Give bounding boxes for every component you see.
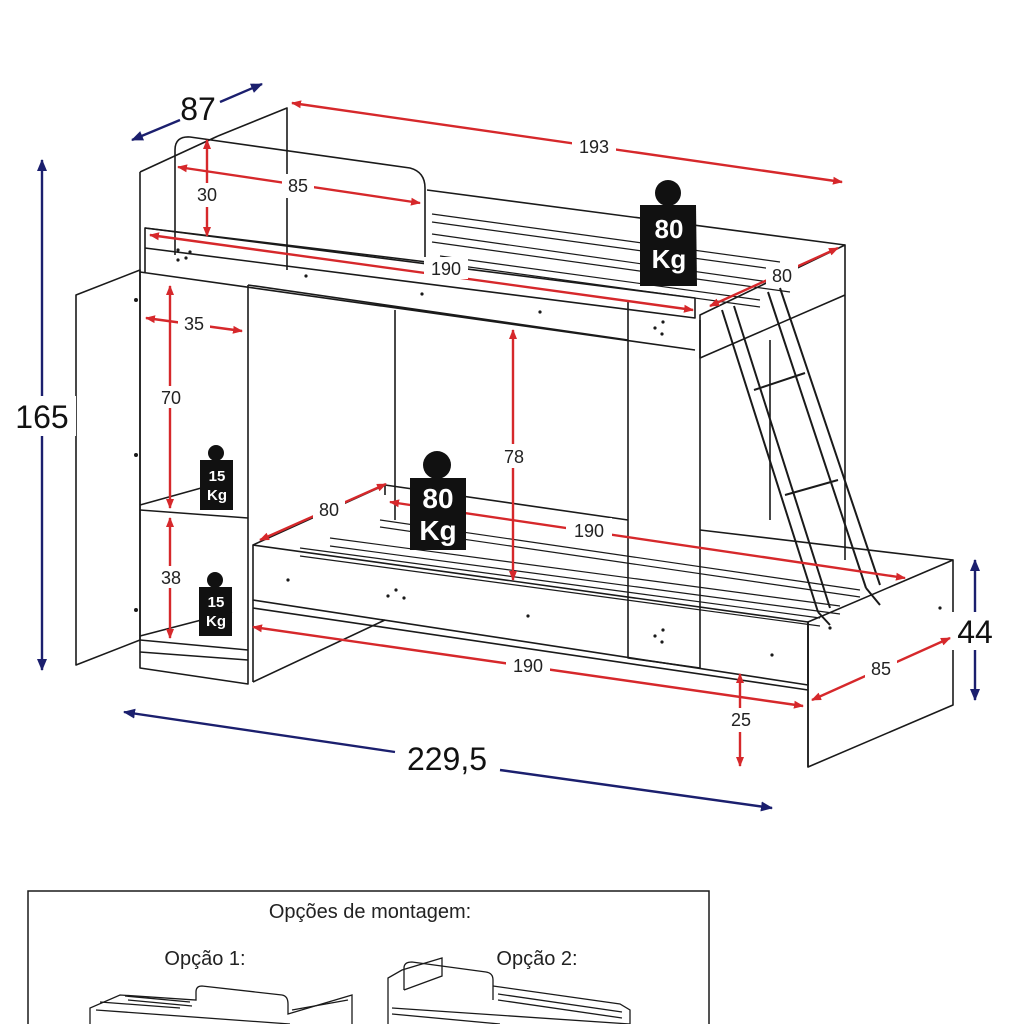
top-bed-length-arrow bbox=[149, 232, 694, 313]
shelf-lower-label: 38 bbox=[161, 568, 181, 588]
assembly-title: Opções de montagem: bbox=[269, 901, 471, 923]
top-length-label: 193 bbox=[579, 137, 609, 157]
center-post bbox=[627, 300, 701, 669]
height-label: 165 bbox=[15, 399, 68, 435]
clearance-label: 78 bbox=[504, 447, 524, 467]
weight-shelf-upper-unit: Kg bbox=[207, 487, 227, 504]
guard-width-label: 85 bbox=[288, 176, 308, 196]
shelf-upper-label: 70 bbox=[161, 388, 181, 408]
length-arrow-right bbox=[499, 768, 773, 812]
top-right-end bbox=[699, 244, 846, 560]
weight-badge-bottom: 80 Kg bbox=[410, 451, 466, 550]
weight-bottom-value: 80 bbox=[422, 483, 453, 514]
weight-shelf-upper-value: 15 bbox=[209, 468, 226, 485]
weight-top-unit: Kg bbox=[652, 244, 687, 274]
weight-bottom-unit: Kg bbox=[419, 515, 456, 546]
option1-label: Opção 1: bbox=[164, 948, 245, 970]
length-arrow-left bbox=[123, 708, 396, 754]
option2-label: Opção 2: bbox=[496, 948, 577, 970]
bottom-bed-length-label: 190 bbox=[513, 656, 543, 676]
red-dimension-labels: 193 85 30 190 80 35 70 38 78 80 190 190 … bbox=[155, 134, 897, 732]
assembly-options-box: Opções de montagem: Opção 1: Opção 2: bbox=[27, 890, 710, 1024]
length-label: 229,5 bbox=[407, 741, 487, 777]
bottom-bed-inner-length-arrow bbox=[389, 499, 906, 581]
depth-arrow-left bbox=[131, 118, 181, 142]
bottom-bed-inner-length-label: 190 bbox=[574, 521, 604, 541]
top-bed-width-label: 80 bbox=[772, 266, 792, 286]
depth-label: 87 bbox=[180, 91, 216, 127]
top-bed-length-label: 190 bbox=[431, 259, 461, 279]
guard-height-label: 30 bbox=[197, 185, 217, 205]
option2-thumbnail bbox=[387, 957, 631, 1024]
right-height-label: 44 bbox=[957, 614, 993, 650]
depth-arrow-right bbox=[219, 82, 263, 104]
weight-shelf-lower-unit: Kg bbox=[206, 613, 226, 630]
weight-top-value: 80 bbox=[655, 214, 684, 244]
weight-shelf-lower-value: 15 bbox=[208, 594, 225, 611]
shelf-depth-label: 35 bbox=[184, 314, 204, 334]
weight-badge-shelf-lower: 15 Kg bbox=[199, 572, 232, 636]
blue-dimension-labels: 87 165 229,5 44 bbox=[10, 91, 998, 777]
floor-gap-label: 25 bbox=[731, 710, 751, 730]
option1-thumbnail bbox=[89, 985, 353, 1024]
wardrobe-door bbox=[75, 269, 141, 666]
weight-badge-shelf-upper: 15 Kg bbox=[200, 445, 233, 510]
bottom-bed-width-label: 80 bbox=[319, 500, 339, 520]
weight-badge-top: 80 Kg bbox=[640, 180, 697, 286]
bottom-end-width-label: 85 bbox=[871, 659, 891, 679]
top-length-arrow bbox=[291, 100, 843, 185]
